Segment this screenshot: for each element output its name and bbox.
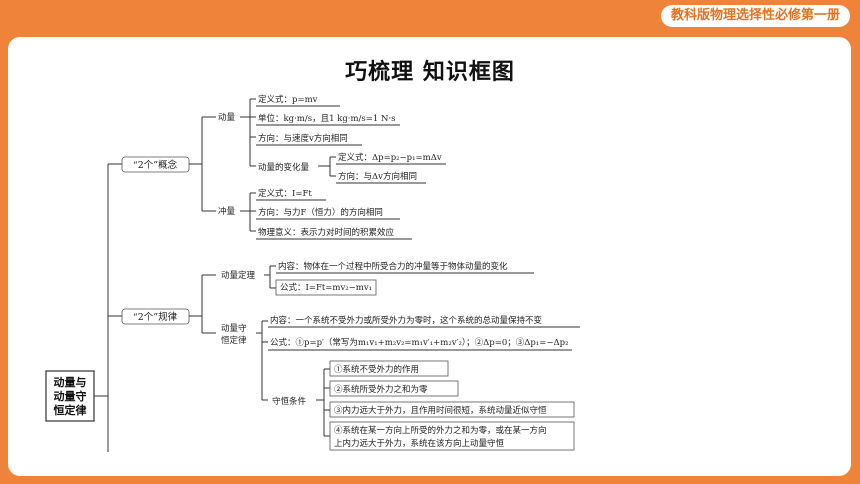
condition-1-box [329,360,449,377]
condition-3-box [329,401,575,418]
condition-1: ①系统不受外力的作用 [334,364,419,375]
impulse-label: 冲量 [218,206,236,217]
condition-3: ③内力远大于外力，且作用时间很短，系统动量近似守恒 [334,405,547,416]
concepts-connector [189,116,216,212]
momentum-connector [240,98,256,167]
book-title-badge: 教科版物理选择性必修第一册 [660,5,850,27]
root-line-2: 动量守 [54,389,87,403]
conservation-label-line-1: 动量守 [221,323,247,334]
root-line-3: 恒定律 [54,403,87,417]
momentum-unit: 单位：kg·m/s，且1 kg·m/s=1 N·s [258,113,396,124]
impulse-meaning: 物理意义：表示力对时间的积累效应 [258,227,395,238]
condition-2-box [329,380,459,397]
impulse-direction: 方向：与力F（恒力）的方向相同 [258,207,383,218]
momentum-change-direction: 方向：与Δv方向相同 [338,171,417,182]
laws-connector [189,274,216,334]
condition-4-line-2: 上内力远大于外力，系统在该方向上动量守恒 [334,438,505,449]
momentum-change-definition: 定义式：Δp=p₂−p₁=mΔv [338,152,442,163]
impulse-definition: 定义式：I=Ft [258,188,312,199]
momentum-change-connector [318,156,336,177]
theorem-formula: 公式：I=Ft=mv₂−mv₁ [280,282,372,293]
momentum-label: 动量 [218,112,236,123]
conditions-label: 守恒条件 [272,396,307,407]
theorem-formula-box [275,279,377,296]
conservation-label-line-2: 恒定律 [221,335,247,346]
conditions-connector [316,368,330,437]
momentum-change-label: 动量的变化量 [258,162,310,173]
root-line-1: 动量与 [54,375,87,389]
laws-label: “2个”规律 [133,311,178,323]
conservation-connector [256,320,268,401]
root-connector [94,163,122,452]
content-sheet [8,37,851,476]
momentum-definition: 定义式：p=mv [258,94,318,105]
theorem-label: 动量定理 [221,270,256,281]
impulse-connector [240,192,256,232]
conservation-formula: 公式：①p=p′（常写为m₁v₁+m₂v₂=m₁v′₁+m₂v′₂）；②Δp=0… [270,337,568,348]
theorem-content: 内容：物体在一个过程中所受合力的冲量等于物体动量的变化 [278,261,508,272]
condition-4-line-1: ④系统在某一方向上所受的外力之和为零，或在某一方向 [334,425,547,436]
condition-4-box [329,421,575,451]
concepts-label: “2个”概念 [133,159,178,171]
page-title: 巧梳理 知识框图 [345,60,515,85]
theorem-connector [264,265,276,289]
conservation-content: 内容：一个系统不受外力或所受外力为零时，这个系统的总动量保持不变 [270,315,543,326]
momentum-direction: 方向：与速度v方向相同 [258,133,348,144]
condition-2: ②系统所受外力之和为零 [334,384,428,395]
